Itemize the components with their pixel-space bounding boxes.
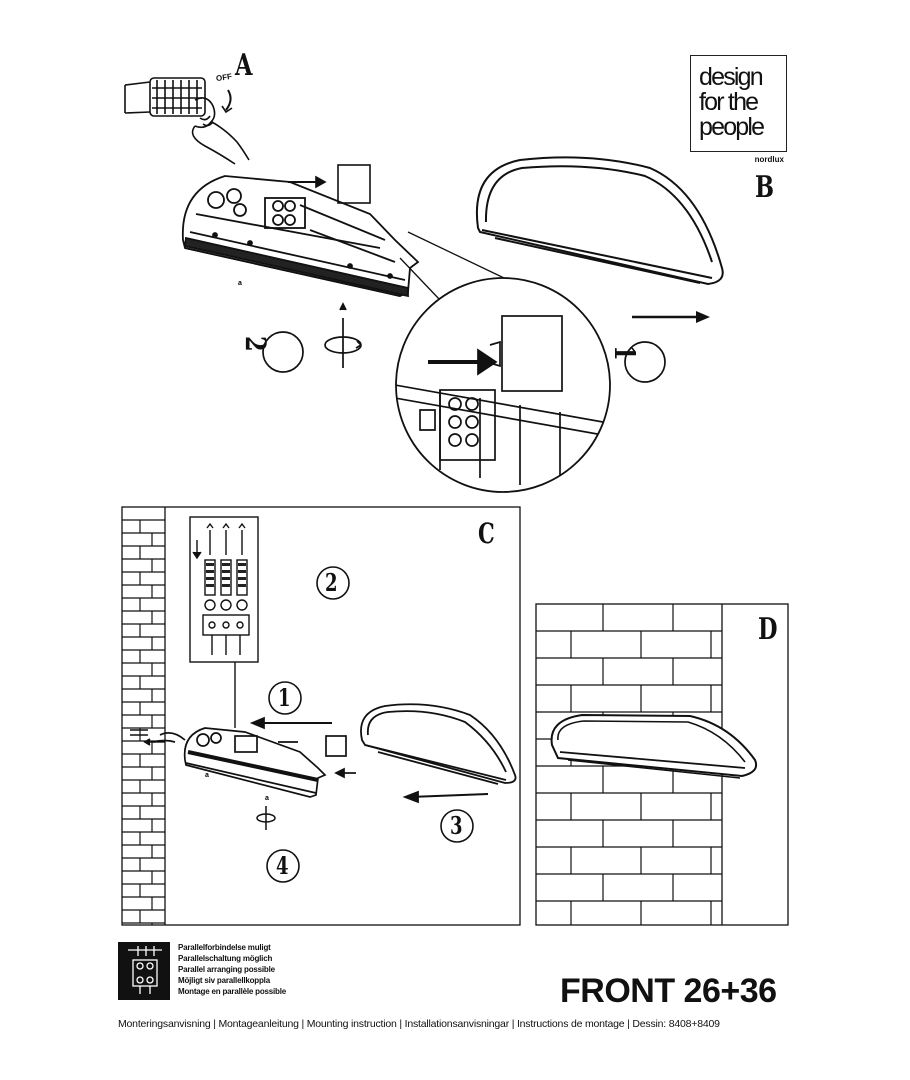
parallel-note-5: Montage en parallèle possible (178, 987, 287, 996)
svg-text:a: a (238, 280, 242, 287)
parallel-note-1: Parallelforbindelse muligt (178, 943, 271, 952)
c-step-4: 4 (276, 851, 289, 880)
parallel-note-4: Möjligt siv parallellkoppla (178, 976, 270, 985)
product-title: FRONT 26+36 (560, 972, 777, 1010)
svg-text:a: a (265, 795, 269, 802)
section-letter-b: B (755, 170, 775, 205)
brand-logo: design for the people nordlux (690, 55, 787, 164)
logo-line-1: design (699, 63, 764, 91)
c-step-1: 1 (278, 683, 291, 712)
section-letter-c: C (478, 517, 495, 550)
logo-line-2: for the (699, 88, 759, 116)
logo-line-3: people (699, 113, 765, 141)
svg-text:a: a (205, 772, 209, 779)
footer-languages: Monteringsanvisning | Montageanleitung |… (118, 1018, 720, 1030)
parallel-note-3: Parallel arranging possible (178, 965, 275, 974)
section-letter-d: D (758, 612, 778, 647)
parallel-note-2: Parallelschaltung möglich (178, 954, 273, 963)
section-letter-a: A (235, 48, 253, 83)
c-step-2: 2 (325, 568, 338, 597)
c-step-3: 3 (450, 811, 463, 840)
logo-sub: nordlux (754, 155, 784, 164)
